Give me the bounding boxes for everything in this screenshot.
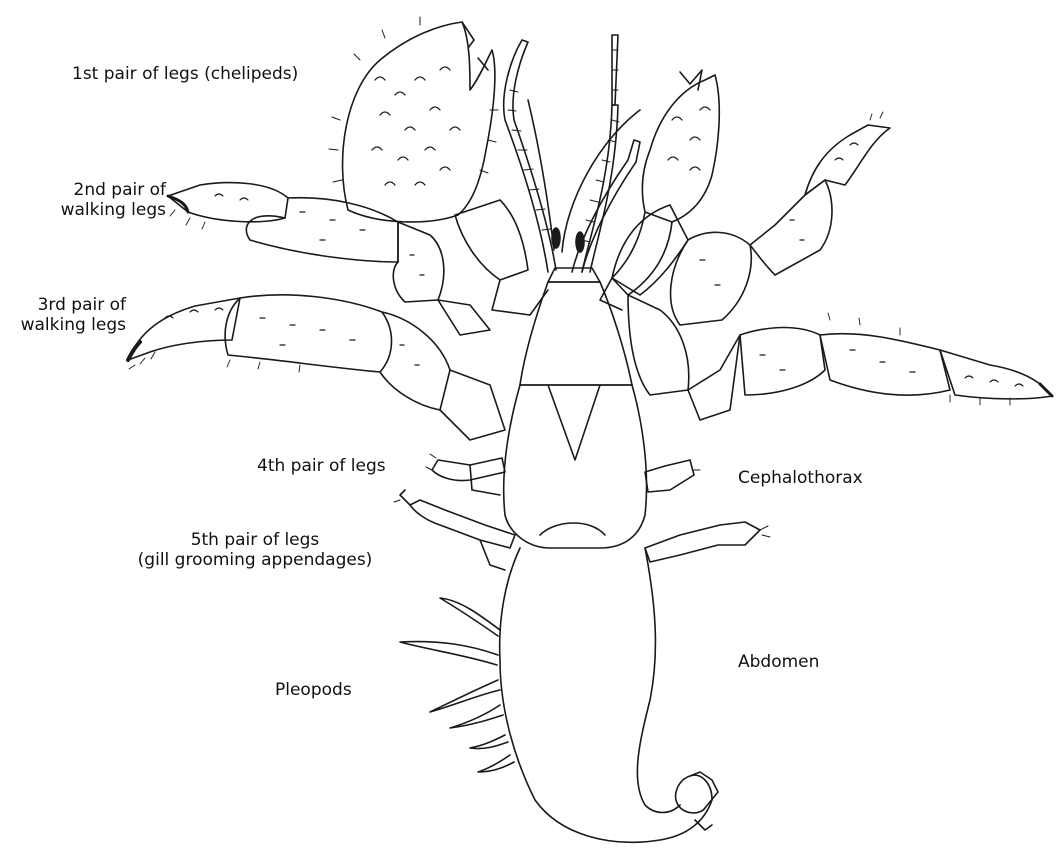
- right-walking-leg-3: [628, 295, 1052, 420]
- label-pleopods: Pleopods: [275, 680, 352, 700]
- cephalothorax-shape: [504, 268, 647, 548]
- right-walking-leg-2: [612, 125, 890, 325]
- left-walking-leg-2: [168, 183, 490, 335]
- left-cheliped: [329, 17, 548, 315]
- bristles: [129, 112, 1010, 405]
- abdomen-shape: [500, 548, 718, 842]
- label-fifth-pair-legs: 5th pair of legs (gill grooming appendag…: [120, 530, 390, 570]
- label-second-pair-walking-legs: 2nd pair of walking legs: [16, 180, 166, 220]
- label-abdomen: Abdomen: [738, 652, 819, 672]
- antennae: [504, 35, 640, 272]
- label-third-pair-walking-legs: 3rd pair of walking legs: [0, 295, 126, 335]
- fifth-legs: [394, 490, 770, 570]
- fourth-legs: [426, 454, 700, 495]
- label-first-pair-legs: 1st pair of legs (chelipeds): [72, 64, 298, 84]
- pleopods-shape: [400, 598, 514, 772]
- label-fourth-pair-legs: 4th pair of legs: [257, 456, 386, 476]
- label-cephalothorax: Cephalothorax: [738, 468, 863, 488]
